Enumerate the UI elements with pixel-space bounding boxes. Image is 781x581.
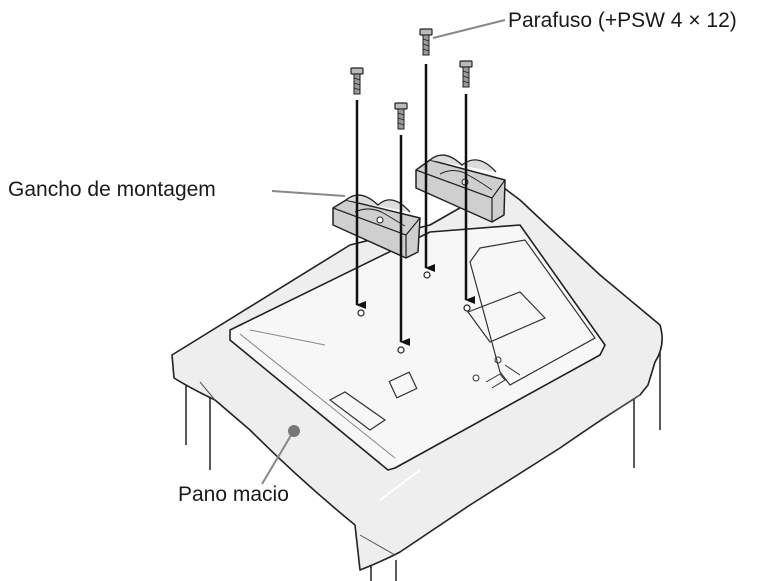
mounting-hook-left bbox=[332, 194, 421, 259]
leader-screw bbox=[432, 19, 506, 39]
mounting-hook-right bbox=[415, 154, 506, 223]
leader-cloth bbox=[261, 431, 294, 485]
screw-4 bbox=[459, 60, 475, 304]
leader-cloth-dot bbox=[288, 425, 300, 437]
label-screw: Parafuso (+PSW 4 × 12) bbox=[508, 9, 737, 32]
screw-2 bbox=[394, 102, 410, 346]
label-mounting-hook: Gancho de montagem bbox=[8, 178, 216, 201]
leader-hook bbox=[271, 190, 346, 197]
table-legs bbox=[185, 352, 661, 581]
label-soft-cloth: Pano macio bbox=[178, 483, 289, 506]
screw-3 bbox=[419, 28, 435, 272]
tv-panel bbox=[229, 224, 606, 471]
leader-lines bbox=[261, 19, 506, 485]
screw-1 bbox=[350, 67, 366, 309]
